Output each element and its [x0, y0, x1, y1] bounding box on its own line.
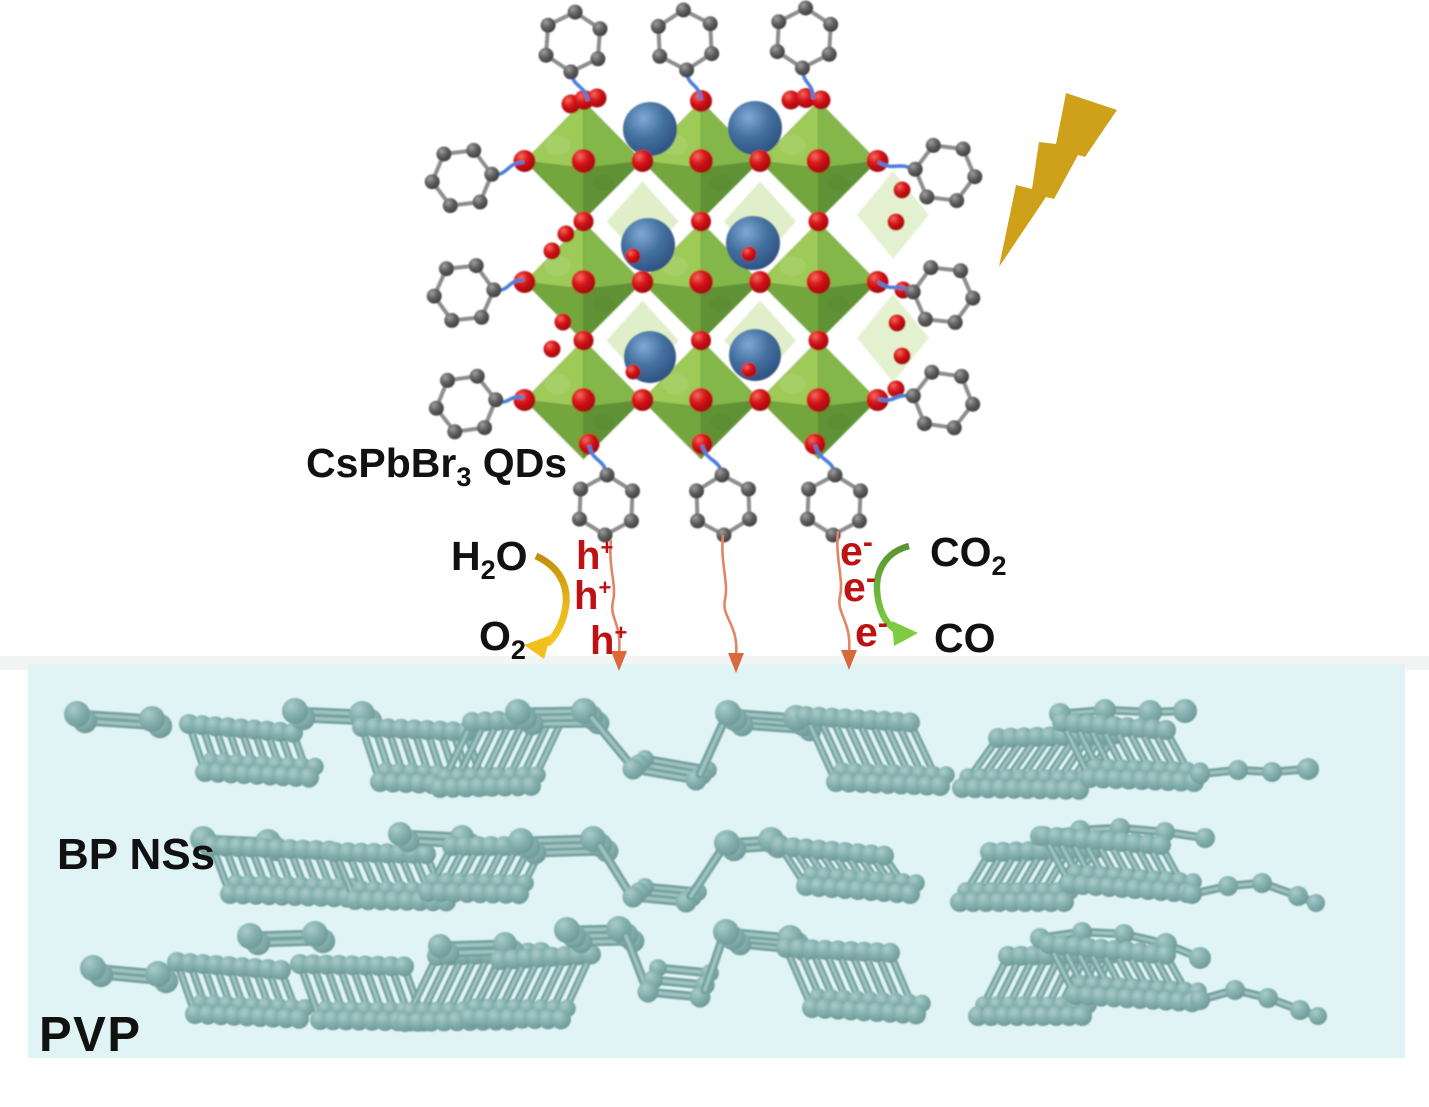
svg-text:CO: CO	[934, 615, 996, 661]
svg-text:PVP: PVP	[39, 1008, 142, 1062]
svg-text:CsPbBr3 QDs: CsPbBr3 QDs	[306, 440, 567, 492]
svg-text:BP NSs: BP NSs	[57, 830, 215, 879]
